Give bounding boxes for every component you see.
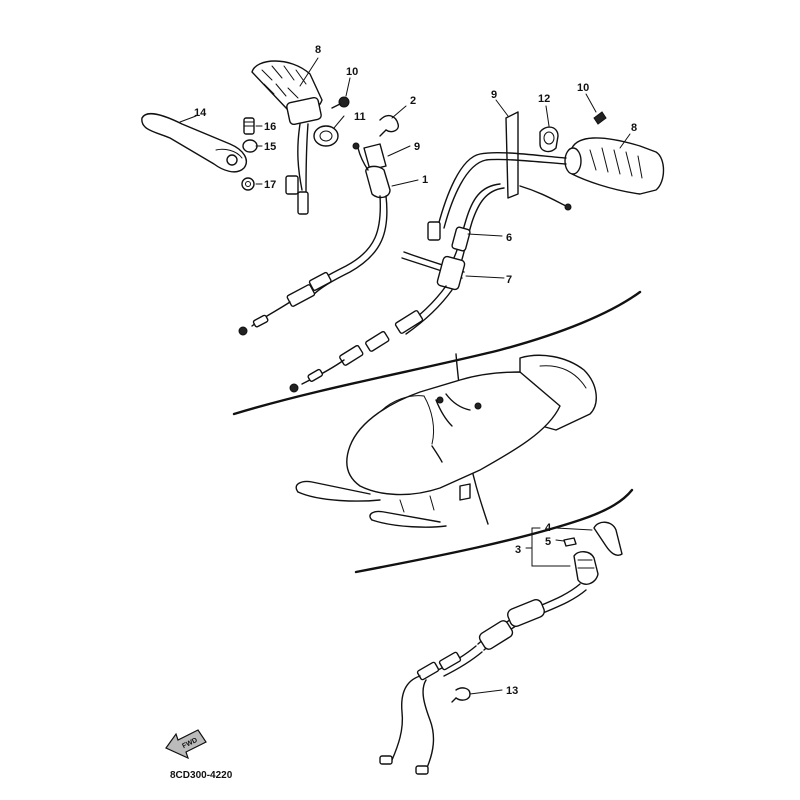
callout-5: 5 <box>545 536 551 548</box>
callout-12: 12 <box>538 93 550 105</box>
callout-labels: 8 10 2 11 9 1 14 16 15 17 9 12 10 8 6 7 … <box>194 44 637 697</box>
clamp-13 <box>451 687 471 703</box>
callout-16: 16 <box>264 121 276 133</box>
callout-10-left: 10 <box>346 66 358 78</box>
callout-4: 4 <box>545 522 552 534</box>
switch-bracket <box>531 527 571 567</box>
screw-10-left <box>331 96 350 109</box>
left-cable <box>238 195 388 336</box>
callout-3: 3 <box>515 544 521 556</box>
forward-arrow-icon: FWD <box>165 729 207 760</box>
cable-guide-7 <box>401 251 466 291</box>
lower-cable <box>379 583 587 775</box>
leader-lines <box>179 57 631 695</box>
throttle-housing-1 <box>352 142 391 199</box>
callout-6: 6 <box>506 232 512 244</box>
left-grip <box>251 60 323 215</box>
lever-nut-17 <box>241 177 255 191</box>
right-cable-bundle <box>427 151 572 267</box>
callout-17: 17 <box>264 179 276 191</box>
callout-7: 7 <box>506 274 512 286</box>
collar-12 <box>539 126 559 153</box>
right-grip <box>564 137 665 195</box>
callout-1: 1 <box>422 174 428 186</box>
right-lower-cable <box>289 285 453 393</box>
callout-13: 13 <box>506 685 518 697</box>
switch-body-3 <box>573 551 599 585</box>
lever-collar-15 <box>242 139 258 153</box>
callout-10-right: 10 <box>577 82 589 94</box>
callout-15: 15 <box>264 141 276 153</box>
clip-2 <box>379 114 399 137</box>
callout-8-right: 8 <box>631 122 637 134</box>
lever-bolt-16 <box>243 117 255 135</box>
cable-guide-9-left <box>363 143 387 171</box>
callout-11: 11 <box>354 111 366 123</box>
screw-10-right <box>593 111 607 125</box>
callout-2: 2 <box>410 95 416 107</box>
callout-9-right: 9 <box>491 89 497 101</box>
brake-lever <box>141 113 248 173</box>
switch-pin-5 <box>563 537 577 547</box>
ring-11 <box>313 125 339 147</box>
switch-lever-4 <box>593 521 623 556</box>
cable-guide-9-right <box>505 111 519 199</box>
snowmobile-illustration <box>295 354 597 528</box>
callout-8-left: 8 <box>315 44 321 56</box>
callout-9-left: 9 <box>414 141 420 153</box>
diagram-code: 8CD300-4220 <box>170 770 233 781</box>
callout-14: 14 <box>194 107 207 119</box>
